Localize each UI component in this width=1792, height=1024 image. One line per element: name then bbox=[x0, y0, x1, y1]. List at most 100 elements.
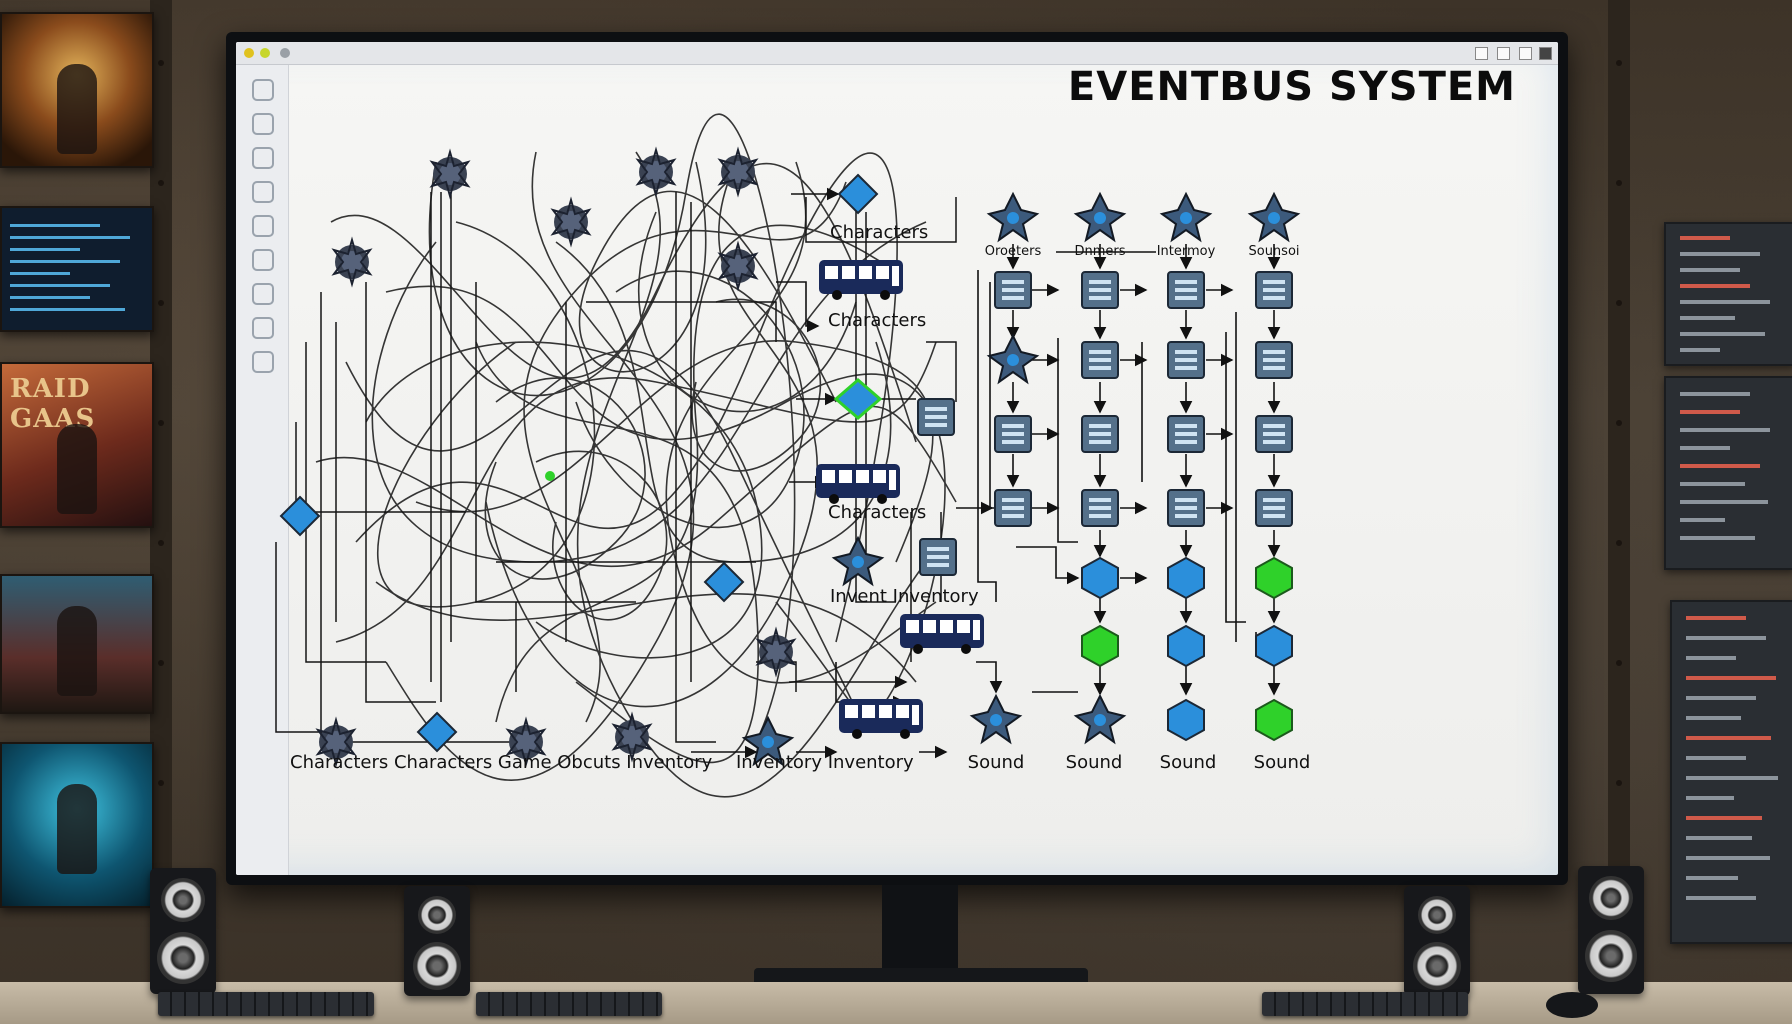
bottom-label-left: Characters Characters Game Obcuts Invent… bbox=[290, 752, 713, 773]
grid-chip-r4c3 bbox=[1167, 489, 1205, 527]
window-menu-dot[interactable] bbox=[280, 48, 290, 58]
grid-chip-r1c4 bbox=[1255, 271, 1293, 309]
monitor-screen: EVENTBUS SYSTEM bbox=[236, 42, 1558, 875]
speaker-left-outer bbox=[150, 868, 216, 994]
grid-chip-r2c2 bbox=[1081, 341, 1119, 379]
grid-chip-r1c3 bbox=[1167, 271, 1205, 309]
sidebar-icon-5[interactable] bbox=[252, 215, 274, 237]
monitor: EVENTBUS SYSTEM bbox=[226, 32, 1568, 885]
green-diamond-node bbox=[833, 378, 883, 420]
orthogonal-wiring bbox=[275, 192, 957, 743]
eventbus-diagram: Characters Characters Characters Invent … bbox=[275, 113, 1311, 798]
bus-icon bbox=[900, 614, 984, 654]
grid-chip-r2c3 bbox=[1167, 341, 1205, 379]
side-code-panel-bottom bbox=[1670, 600, 1792, 944]
label-characters-3: Characters bbox=[828, 502, 926, 523]
cluster-diamond-left bbox=[280, 496, 320, 536]
page-title: EVENTBUS SYSTEM bbox=[1067, 64, 1516, 110]
sound-label-2: Sound bbox=[1066, 752, 1123, 773]
label-inventory: Invent Inventory bbox=[830, 586, 979, 607]
grid-node-r6c3 bbox=[1167, 625, 1205, 667]
category-icon-3 bbox=[1161, 193, 1211, 241]
sidebar-icon-1[interactable] bbox=[252, 79, 274, 101]
sidebar-icon-2[interactable] bbox=[252, 113, 274, 135]
keyboard-left[interactable] bbox=[158, 992, 374, 1016]
inventory-node bbox=[833, 537, 883, 585]
grid-node-r6c2 bbox=[1081, 625, 1119, 667]
sidebar-icon-9[interactable] bbox=[252, 351, 274, 373]
speaker-right-inner bbox=[1404, 886, 1470, 996]
sidebar-icon-7[interactable] bbox=[252, 283, 274, 305]
grid-chip-r4c2 bbox=[1081, 489, 1119, 527]
game-poster-battle bbox=[0, 574, 154, 714]
wall-rail-right bbox=[1608, 0, 1630, 990]
characters-node bbox=[838, 174, 878, 214]
speaker-left-inner bbox=[404, 886, 470, 996]
bus-icon bbox=[819, 260, 903, 300]
sound-label-4: Sound bbox=[1254, 752, 1311, 773]
category-label-4: Sounsoi bbox=[1248, 244, 1299, 259]
code-poster bbox=[0, 206, 154, 332]
sound-label-3: Sound bbox=[1160, 752, 1217, 773]
data-chip-icon bbox=[917, 398, 955, 436]
cluster-node-10 bbox=[757, 629, 795, 675]
window-control-2[interactable] bbox=[1497, 47, 1510, 60]
speaker-right-outer bbox=[1578, 866, 1644, 994]
grid-chip-r2c4 bbox=[1255, 341, 1293, 379]
game-poster-fire bbox=[0, 12, 154, 168]
grid-chip-r3c3 bbox=[1167, 415, 1205, 453]
bus-icon bbox=[816, 464, 900, 504]
grid-node-r2c1 bbox=[988, 335, 1038, 383]
window-minimize-dot[interactable] bbox=[244, 48, 254, 58]
window-close-button[interactable] bbox=[1539, 47, 1552, 60]
bottom-label-middle: Inventory Inventory bbox=[736, 752, 914, 773]
sidebar-icon-6[interactable] bbox=[252, 249, 274, 271]
grid-chip-r1c2 bbox=[1081, 271, 1119, 309]
category-label-1: Oroeters bbox=[985, 244, 1042, 259]
app-sidebar bbox=[236, 65, 289, 875]
category-icon-4 bbox=[1249, 193, 1299, 241]
grid-chip-r4c4 bbox=[1255, 489, 1293, 527]
cluster-diamond-inner bbox=[704, 562, 744, 602]
cluster-node-4 bbox=[719, 149, 757, 195]
keyboard-center[interactable] bbox=[476, 992, 662, 1016]
grid-node-r5c2 bbox=[1081, 557, 1119, 599]
cluster-node-3 bbox=[637, 149, 675, 195]
cluster-green-dot bbox=[545, 471, 555, 481]
mouse[interactable] bbox=[1546, 992, 1598, 1018]
sidebar-icon-3[interactable] bbox=[252, 147, 274, 169]
grid-node-r5c4 bbox=[1255, 557, 1293, 599]
side-code-panel-mid bbox=[1664, 376, 1792, 570]
label-characters-2: Characters bbox=[828, 310, 926, 331]
grid-chip-r3c1 bbox=[994, 415, 1032, 453]
cluster-node-5 bbox=[333, 239, 371, 285]
grid-chip-r4c1 bbox=[994, 489, 1032, 527]
category-icon-2 bbox=[1075, 193, 1125, 241]
cluster-node-2 bbox=[552, 199, 590, 245]
grid-node-r7c4 bbox=[1255, 699, 1293, 741]
game-poster-hero bbox=[0, 742, 154, 908]
keyboard-right[interactable] bbox=[1262, 992, 1468, 1016]
window-zoom-dot[interactable] bbox=[260, 48, 270, 58]
category-label-3: Intermoy bbox=[1157, 244, 1216, 259]
data-chip-icon bbox=[919, 538, 957, 576]
window-control-1[interactable] bbox=[1475, 47, 1488, 60]
grid-node-r6c4 bbox=[1255, 625, 1293, 667]
grid-chip-r1c1 bbox=[994, 271, 1032, 309]
grid-wiring bbox=[956, 244, 1281, 696]
grid-node-r7c1 bbox=[971, 695, 1021, 743]
cluster-node-1 bbox=[431, 151, 469, 197]
label-characters-1: Characters bbox=[830, 222, 928, 243]
grid-chip-r3c4 bbox=[1255, 415, 1293, 453]
category-label-2: Dnmers bbox=[1074, 244, 1125, 259]
bus-icon bbox=[839, 699, 923, 739]
window-titlebar bbox=[236, 42, 1558, 65]
window-control-3[interactable] bbox=[1519, 47, 1532, 60]
game-poster-warrior: RAID GAAS bbox=[0, 362, 154, 528]
grid-node-r7c3 bbox=[1167, 699, 1205, 741]
category-icon-1 bbox=[988, 193, 1038, 241]
tangled-wiring bbox=[315, 113, 957, 798]
wall-rail-left bbox=[150, 0, 172, 990]
sidebar-icon-8[interactable] bbox=[252, 317, 274, 339]
sidebar-icon-4[interactable] bbox=[252, 181, 274, 203]
